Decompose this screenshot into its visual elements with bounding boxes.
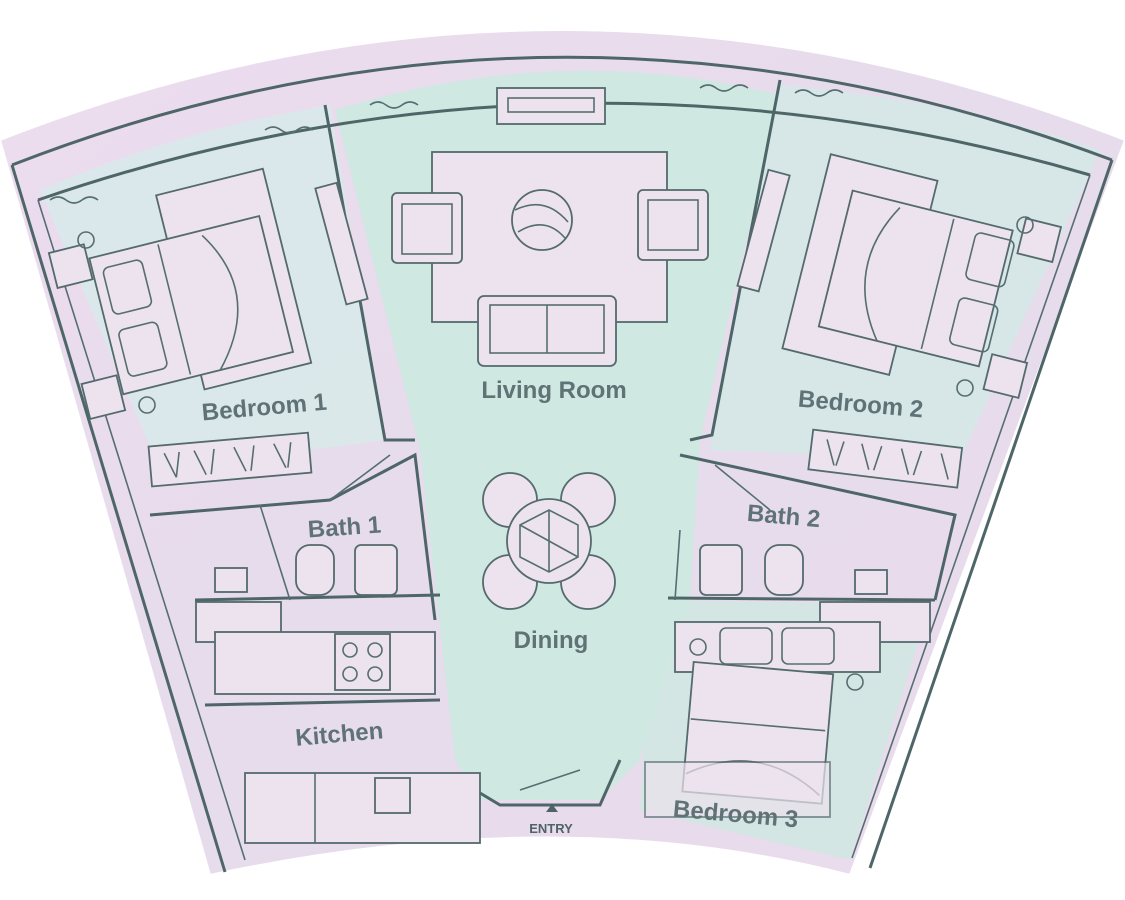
nightstand [80, 374, 127, 421]
window-mark [369, 101, 419, 109]
entry-arrow-icon [546, 804, 558, 812]
armchair-left [391, 192, 463, 264]
window-mark [264, 126, 314, 134]
bedroom1-wardrobe [147, 431, 313, 488]
lamp-icon [138, 396, 156, 414]
window-mark [794, 89, 844, 97]
bath1-sink [354, 544, 398, 596]
lamp-icon [846, 673, 864, 691]
door-bath2 [714, 464, 771, 511]
left-side-wall [10, 164, 227, 873]
nightstand [982, 353, 1029, 399]
bath1-basin [214, 567, 248, 593]
bedroom3-pillow [781, 627, 835, 665]
hangers [163, 442, 292, 478]
partition-right [689, 79, 782, 442]
nightstand [1016, 217, 1063, 264]
label-dining: Dining [514, 627, 589, 654]
bath2-wall [679, 453, 957, 601]
bedroom1-pillow [102, 259, 153, 315]
bath1-partition [259, 504, 291, 601]
armchair-right [637, 189, 709, 261]
armchair-right-seat [647, 199, 699, 251]
door-entry [519, 769, 581, 791]
bedroom2-pillow [949, 297, 999, 353]
hangers [826, 439, 949, 480]
left-side-wall-inner [37, 199, 246, 861]
lamp-icon [1016, 216, 1034, 234]
bath1-floor-wall [194, 593, 441, 602]
bath2-toilet [764, 544, 804, 596]
bath2-sink [699, 544, 743, 596]
bath2-partition [674, 529, 681, 601]
right-side-wall-inner [851, 174, 1091, 859]
bedroom2-blanket [864, 206, 955, 350]
stove [334, 633, 391, 691]
bedroom2-wardrobe [807, 428, 964, 489]
outer-wall [11, 55, 1113, 167]
lamp-icon [956, 379, 974, 397]
burner [367, 642, 383, 658]
coffee-table-pattern [514, 203, 569, 239]
nightstand [47, 243, 94, 290]
bath1-toilet [295, 544, 335, 596]
label-entry: ENTRY [529, 821, 573, 836]
bedroom3-pillow [719, 627, 773, 665]
bath2-basin [854, 569, 888, 595]
window-mark [49, 196, 99, 204]
tv-console [496, 87, 606, 125]
bedroom2-desk [736, 168, 791, 293]
bedroom1-desk [314, 181, 369, 306]
window-mark [699, 84, 749, 92]
kitchen-wall [204, 698, 441, 707]
bath1-wall [149, 452, 437, 621]
bath2-floor-wall [667, 596, 936, 602]
label-bath1: Bath 1 [307, 511, 382, 543]
bedroom2-bed [817, 189, 1014, 368]
armchair-left-seat [401, 203, 453, 255]
entry-wall [474, 759, 622, 807]
bedroom2-pillow [965, 232, 1015, 288]
label-living-room: Living Room [481, 377, 626, 404]
tv-screen [507, 97, 595, 113]
bedroom3-rug [644, 761, 831, 818]
bedroom1-blanket [157, 234, 239, 375]
burner [367, 666, 383, 682]
bedroom1-pillow [118, 321, 168, 377]
lamp-icon [689, 638, 707, 656]
lamp-icon [77, 231, 95, 249]
kitchen-counter [214, 631, 436, 695]
label-bath2: Bath 2 [746, 500, 821, 533]
kitchen-lower-counter [244, 772, 481, 844]
burner [342, 642, 358, 658]
right-side-wall [868, 159, 1114, 869]
dining-table-pattern [519, 509, 579, 573]
door-bath1 [329, 454, 391, 501]
coffee-table [511, 189, 573, 251]
kitchen-sink [374, 777, 411, 814]
burner [342, 666, 358, 682]
